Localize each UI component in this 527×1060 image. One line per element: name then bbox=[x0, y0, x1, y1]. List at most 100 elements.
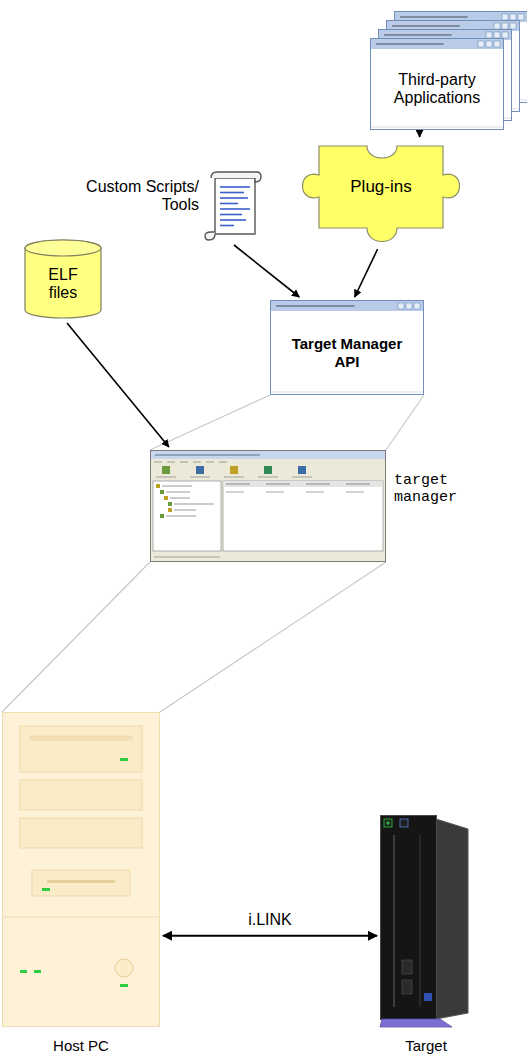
app-window-frame bbox=[151, 451, 386, 562]
shape-group bbox=[271, 301, 424, 395]
window-title-mark bbox=[392, 25, 460, 27]
app-tree-icon bbox=[160, 490, 164, 494]
app-title-mark bbox=[155, 454, 260, 456]
pc-case bbox=[3, 713, 160, 1027]
app-toolbar-icon bbox=[162, 466, 170, 474]
app-list-column bbox=[226, 484, 250, 485]
scroll-text-line bbox=[220, 219, 246, 221]
node-caption: Target bbox=[370, 1037, 482, 1054]
scroll-text-line bbox=[220, 192, 244, 194]
console-logo bbox=[424, 993, 432, 1001]
window-button bbox=[502, 23, 508, 29]
window-status-line bbox=[371, 127, 503, 128]
window-title-mark bbox=[376, 43, 444, 45]
app-tree-pane bbox=[153, 481, 221, 551]
app-toolbar-caption bbox=[258, 477, 278, 478]
scroll-text-line bbox=[220, 214, 242, 216]
window-button bbox=[518, 14, 524, 20]
node-shape bbox=[150, 450, 386, 562]
scroll-text-line bbox=[220, 186, 250, 188]
console-groove bbox=[420, 835, 421, 1007]
window-status-line bbox=[271, 392, 423, 393]
node-caption: Custom Scripts/ Tools bbox=[75, 178, 199, 215]
node-text: ELF files bbox=[35, 266, 91, 303]
app-toolbar-caption bbox=[156, 477, 176, 478]
arrow-connector bbox=[419, 133, 421, 137]
api-window: Target Manager API bbox=[270, 300, 424, 395]
window-title-mark bbox=[384, 34, 452, 36]
console-stand bbox=[380, 1019, 452, 1027]
file-store: ELF files bbox=[23, 238, 103, 320]
scroll-text-line bbox=[220, 197, 248, 199]
pc-power-button bbox=[115, 959, 133, 977]
app-list-cell bbox=[226, 492, 244, 493]
label-slot: Custom Scripts/ Tools bbox=[75, 178, 199, 215]
cylinder-top bbox=[25, 240, 101, 256]
text-area: Third-party Applications bbox=[370, 38, 504, 130]
connector-label: i.LINK bbox=[245, 911, 295, 929]
shape-group bbox=[2, 713, 160, 1027]
arrow-connector bbox=[67, 323, 169, 447]
text-area: Target Manager API bbox=[270, 300, 424, 395]
window-title-bar bbox=[271, 301, 423, 311]
app-status-bar bbox=[154, 557, 220, 558]
node-shape bbox=[2, 712, 160, 1027]
pc-floppy-slot bbox=[47, 880, 115, 883]
script-icon: Custom Scripts/ Tools bbox=[205, 170, 263, 242]
window-button bbox=[486, 32, 492, 38]
database-cylinder bbox=[25, 240, 101, 318]
pc-drive-bay bbox=[20, 726, 142, 772]
label-slot: target manager bbox=[394, 472, 466, 507]
app-toolbar-caption bbox=[292, 477, 312, 478]
window-button bbox=[494, 41, 500, 47]
app-menu-bar bbox=[154, 462, 230, 463]
app-list-cell bbox=[346, 492, 364, 493]
pc-panel-line bbox=[2, 917, 160, 918]
shape-group bbox=[151, 451, 386, 562]
scroll-text-line bbox=[220, 203, 238, 205]
shape-group bbox=[371, 39, 504, 130]
app-list-column bbox=[266, 484, 290, 485]
console-power-indicator bbox=[384, 819, 392, 827]
label-slot: Target bbox=[370, 1037, 482, 1054]
zoom-line bbox=[150, 395, 270, 450]
plug-in-piece: Plug-ins bbox=[297, 140, 465, 246]
application-window: Third-party Applications bbox=[370, 38, 504, 130]
pc-drive-bay bbox=[20, 780, 142, 810]
shape-group bbox=[303, 146, 460, 242]
arrow-connector bbox=[163, 935, 377, 937]
console-eject-button bbox=[400, 819, 408, 827]
window-button bbox=[502, 14, 508, 20]
app-toolbar-caption bbox=[190, 477, 210, 478]
node-shape bbox=[205, 170, 263, 242]
scroll-text-line bbox=[220, 225, 234, 227]
window-button bbox=[398, 303, 404, 309]
console-power-symbol bbox=[386, 821, 390, 825]
window-button bbox=[494, 32, 500, 38]
zoom-line bbox=[2, 562, 150, 712]
app-toolbar-icon bbox=[230, 466, 238, 474]
window-button bbox=[502, 32, 508, 38]
console-groove bbox=[393, 835, 395, 1007]
app-tree-item bbox=[166, 492, 190, 493]
app-toolbar-caption bbox=[224, 477, 244, 478]
node-caption: target manager bbox=[394, 472, 466, 507]
target-console: Target bbox=[380, 815, 472, 1027]
shape-group bbox=[380, 816, 468, 1028]
console-port bbox=[402, 980, 412, 994]
console-front bbox=[381, 816, 437, 1020]
pc-led bbox=[42, 888, 50, 891]
plug-in-puzzle-piece bbox=[303, 146, 460, 242]
window-frame bbox=[371, 39, 504, 130]
scroll-top-curl bbox=[211, 172, 261, 182]
app-tree-item bbox=[174, 510, 196, 511]
arrow-connector bbox=[355, 249, 378, 297]
app-list-cell bbox=[266, 492, 284, 493]
app-tree-item bbox=[162, 486, 192, 487]
app-tree-item bbox=[170, 498, 190, 499]
app-toolbar-icon bbox=[298, 466, 306, 474]
label-slot: Host PC bbox=[2, 1037, 160, 1054]
